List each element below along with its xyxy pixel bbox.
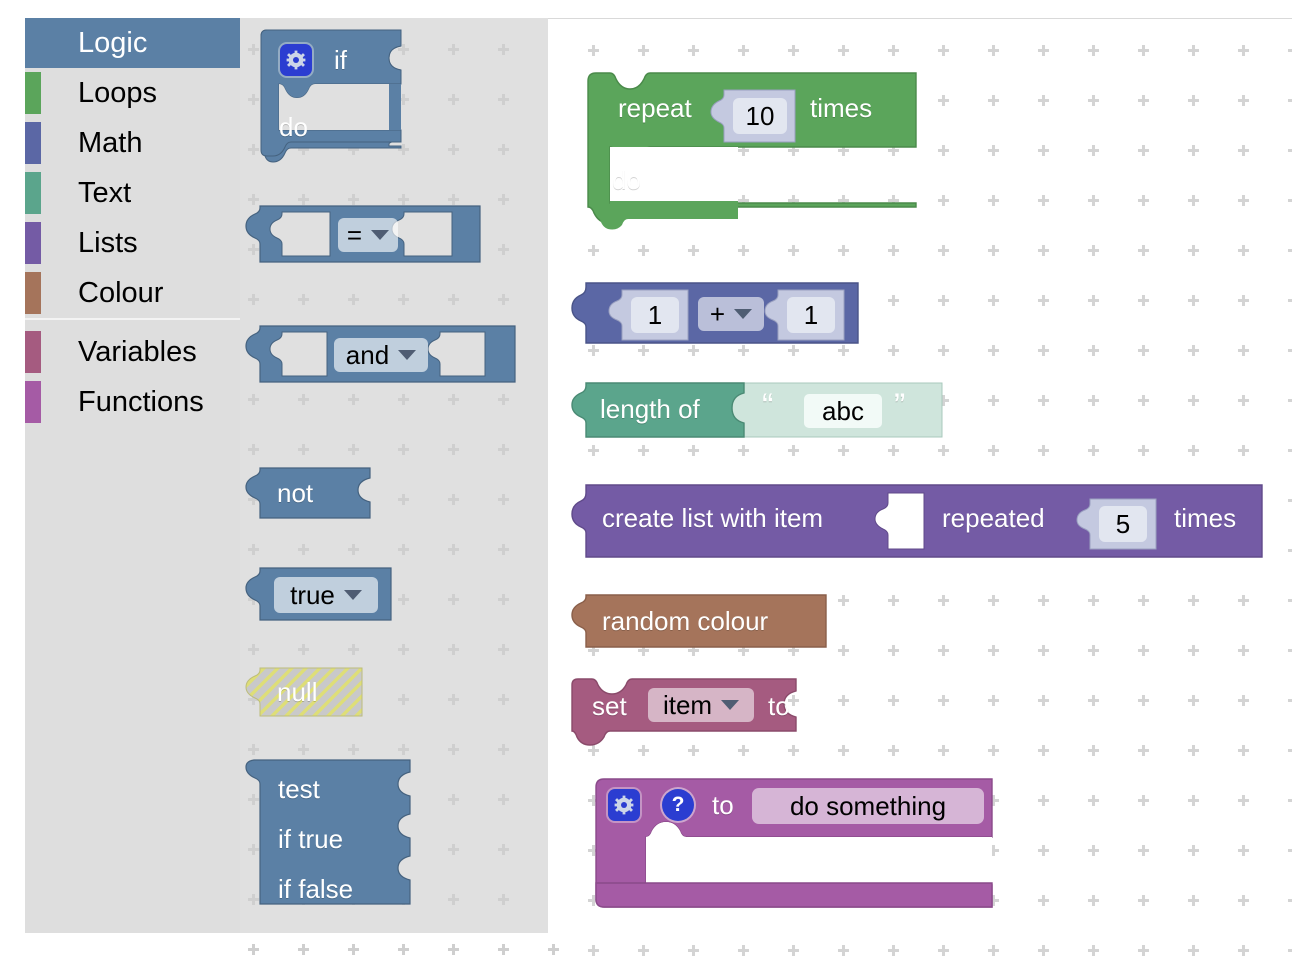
chevron-down-icon bbox=[371, 230, 390, 240]
toolbox-category-colour[interactable]: Colour bbox=[25, 268, 240, 318]
shadow-block-number[interactable]: 10 bbox=[710, 89, 796, 143]
field-value: 1 bbox=[803, 300, 819, 330]
workspace-block-text-length[interactable]: length of “ abc ” bbox=[571, 381, 972, 441]
chevron-down-icon bbox=[343, 590, 362, 600]
operator-dropdown[interactable]: + bbox=[698, 297, 764, 331]
flyout-block-logic-boolean[interactable]: true bbox=[245, 566, 402, 624]
toolbox-category-loops[interactable]: Loops bbox=[25, 68, 240, 118]
toolbox-category-label: Functions bbox=[78, 385, 204, 418]
flyout-block-logic-null[interactable]: null bbox=[245, 666, 382, 722]
flyout-block-logic-negate[interactable]: not bbox=[245, 466, 387, 522]
toolbox-category-label: Math bbox=[78, 126, 143, 159]
chevron-down-icon bbox=[721, 700, 740, 710]
operator-dropdown[interactable]: = bbox=[338, 218, 398, 252]
workspace-block-procedure-def[interactable]: ? to do something bbox=[595, 775, 1016, 915]
chevron-down-icon bbox=[398, 350, 417, 360]
repeat-count-field[interactable]: 10 bbox=[733, 98, 787, 134]
text-value-field[interactable]: abc bbox=[804, 394, 882, 428]
toolbox-category-label: Colour bbox=[78, 276, 164, 309]
toolbox[interactable]: Logic Loops Math Text Lists Colour Varia… bbox=[25, 18, 240, 933]
field-value: 5 bbox=[1115, 509, 1131, 539]
toolbox-category-label: Lists bbox=[78, 226, 138, 259]
dropdown-value: item bbox=[662, 690, 713, 720]
toolbox-category-logic[interactable]: Logic bbox=[25, 18, 240, 68]
flyout-block-logic-operation[interactable]: and bbox=[245, 324, 522, 386]
category-colour-swatch bbox=[25, 272, 41, 314]
workspace-block-lists-repeat[interactable]: create list with item repeated 5 times bbox=[571, 483, 1272, 563]
field-value: 1 bbox=[647, 300, 663, 330]
help-glyph: ? bbox=[671, 793, 685, 816]
field-value: 10 bbox=[745, 101, 775, 131]
toolbox-category-lists[interactable]: Lists bbox=[25, 218, 240, 268]
category-colour-swatch bbox=[25, 222, 41, 264]
flyout-panel[interactable]: if do = and not bbox=[240, 18, 559, 955]
workspace-block-math-arithmetic[interactable]: 1 + 1 bbox=[571, 281, 872, 349]
toolbox-category-math[interactable]: Math bbox=[25, 118, 240, 168]
procedure-name-field[interactable]: do something bbox=[752, 788, 984, 824]
category-colour-swatch bbox=[25, 122, 41, 164]
variable-dropdown[interactable]: item bbox=[648, 688, 754, 722]
right-operand-field[interactable]: 1 bbox=[787, 297, 835, 333]
workspace-canvas[interactable]: 10 repeat times do 1 + bbox=[548, 18, 1292, 956]
category-colour-swatch bbox=[25, 172, 41, 214]
dropdown-value: true bbox=[290, 580, 335, 610]
boolean-dropdown[interactable]: true bbox=[274, 577, 378, 613]
gear-icon[interactable] bbox=[608, 789, 640, 821]
workspace-block-controls-repeat[interactable]: 10 repeat times do bbox=[587, 72, 928, 231]
shadow-block-number-left[interactable]: 1 bbox=[608, 289, 689, 341]
left-operand-field[interactable]: 1 bbox=[631, 297, 679, 333]
category-colour-swatch bbox=[25, 331, 41, 373]
operator-dropdown[interactable]: and bbox=[334, 338, 428, 372]
flyout-block-logic-compare[interactable]: = bbox=[245, 204, 487, 266]
toolbox-category-text[interactable]: Text bbox=[25, 168, 240, 218]
workspace-block-variables-set[interactable]: set item to bbox=[571, 673, 832, 746]
toolbox-category-label: Loops bbox=[78, 76, 158, 109]
toolbox-category-label: Logic bbox=[78, 26, 148, 59]
gear-icon[interactable] bbox=[280, 44, 312, 76]
workspace-block-colour-random[interactable]: random colour bbox=[571, 593, 842, 651]
category-colour-swatch bbox=[25, 72, 41, 114]
help-icon[interactable]: ? bbox=[662, 789, 694, 821]
field-value: do something bbox=[789, 791, 947, 821]
repeat-count-field[interactable]: 5 bbox=[1099, 506, 1147, 542]
toolbox-category-functions[interactable]: Functions bbox=[25, 377, 240, 427]
shadow-block-number[interactable]: 5 bbox=[1076, 498, 1157, 550]
flyout-block-controls-if[interactable]: if do bbox=[260, 29, 421, 164]
field-value: abc bbox=[822, 396, 864, 426]
dropdown-value: and bbox=[345, 340, 390, 370]
flyout-block-logic-ternary[interactable]: test if true if false bbox=[245, 758, 427, 918]
toolbox-category-label: Variables bbox=[78, 335, 197, 368]
toolbox-category-label: Text bbox=[78, 176, 132, 209]
toolbox-separator bbox=[25, 318, 240, 327]
category-colour-swatch bbox=[25, 381, 41, 423]
dropdown-value: + bbox=[709, 299, 726, 329]
toolbox-category-variables[interactable]: Variables bbox=[25, 327, 240, 377]
chevron-down-icon bbox=[734, 309, 753, 319]
dropdown-value: = bbox=[346, 220, 363, 250]
shadow-block-number-right[interactable]: 1 bbox=[764, 289, 845, 341]
